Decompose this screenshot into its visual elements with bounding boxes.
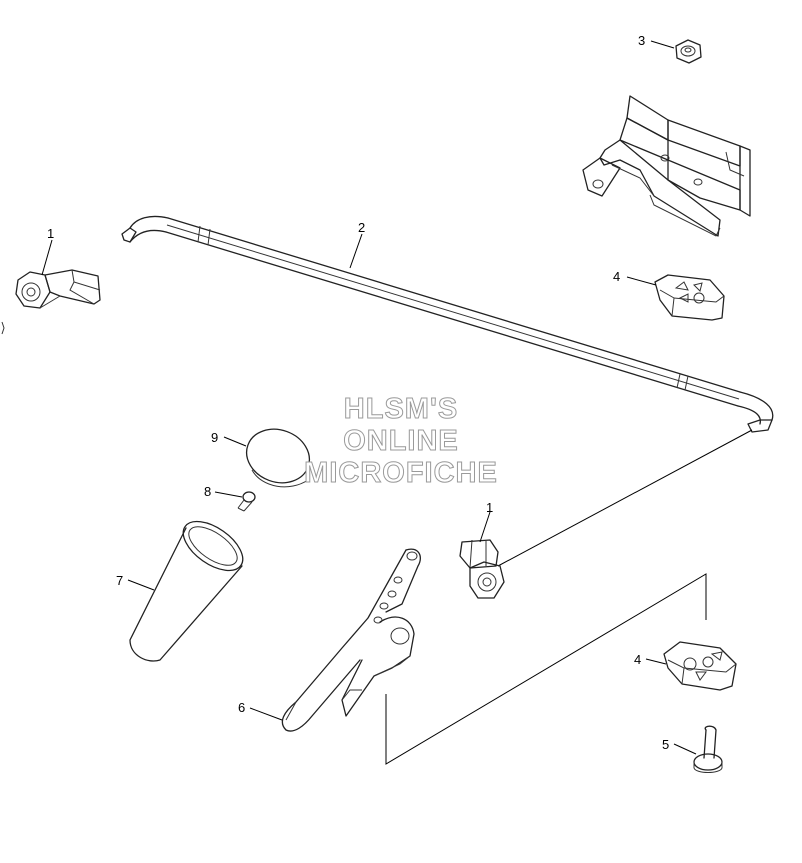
watermark: HLSM'S ONLINE MICROFICHE bbox=[0, 393, 802, 490]
screw-small-part bbox=[237, 491, 256, 512]
bolt-part bbox=[693, 725, 723, 773]
leader-4-top bbox=[626, 276, 657, 286]
leader-9 bbox=[223, 436, 247, 447]
assembly-line-lever bbox=[385, 573, 707, 765]
leader-5 bbox=[673, 743, 697, 755]
stabilizer-bar-part bbox=[121, 215, 774, 433]
callout-8: 8 bbox=[204, 484, 211, 499]
clamp-left-part bbox=[15, 269, 101, 309]
callout-1-right: 1 bbox=[486, 500, 493, 515]
callout-7: 7 bbox=[116, 573, 123, 588]
mount-bracket-part bbox=[582, 95, 751, 237]
callout-2: 2 bbox=[358, 220, 365, 235]
assembly-line-bar bbox=[497, 429, 753, 567]
clamp-right-part bbox=[459, 539, 505, 599]
callout-4-bottom: 4 bbox=[634, 652, 641, 667]
lever-part bbox=[281, 548, 421, 732]
callout-9: 9 bbox=[211, 430, 218, 445]
leader-6 bbox=[249, 707, 283, 721]
leader-7 bbox=[127, 579, 155, 591]
cap-part bbox=[245, 428, 311, 488]
callout-4-top: 4 bbox=[613, 269, 620, 284]
edge-mark bbox=[1, 321, 5, 335]
callout-1-left: 1 bbox=[47, 226, 54, 241]
leader-1-left bbox=[41, 239, 53, 276]
watermark-line-2: ONLINE bbox=[343, 425, 459, 458]
callout-6: 6 bbox=[238, 700, 245, 715]
callout-5: 5 bbox=[662, 737, 669, 752]
bushing-bottom-part bbox=[663, 641, 737, 691]
leader-8 bbox=[214, 491, 243, 498]
grip-part bbox=[129, 520, 244, 662]
leader-3 bbox=[650, 40, 675, 49]
leader-4-bottom bbox=[645, 658, 667, 665]
leader-1-right bbox=[479, 511, 491, 543]
watermark-line-3: MICROFICHE bbox=[304, 457, 498, 490]
nut-part bbox=[675, 39, 702, 64]
leader-2 bbox=[349, 233, 363, 269]
watermark-line-1: HLSM'S bbox=[343, 393, 459, 426]
callout-3: 3 bbox=[638, 33, 645, 48]
bushing-top-part bbox=[654, 274, 725, 321]
